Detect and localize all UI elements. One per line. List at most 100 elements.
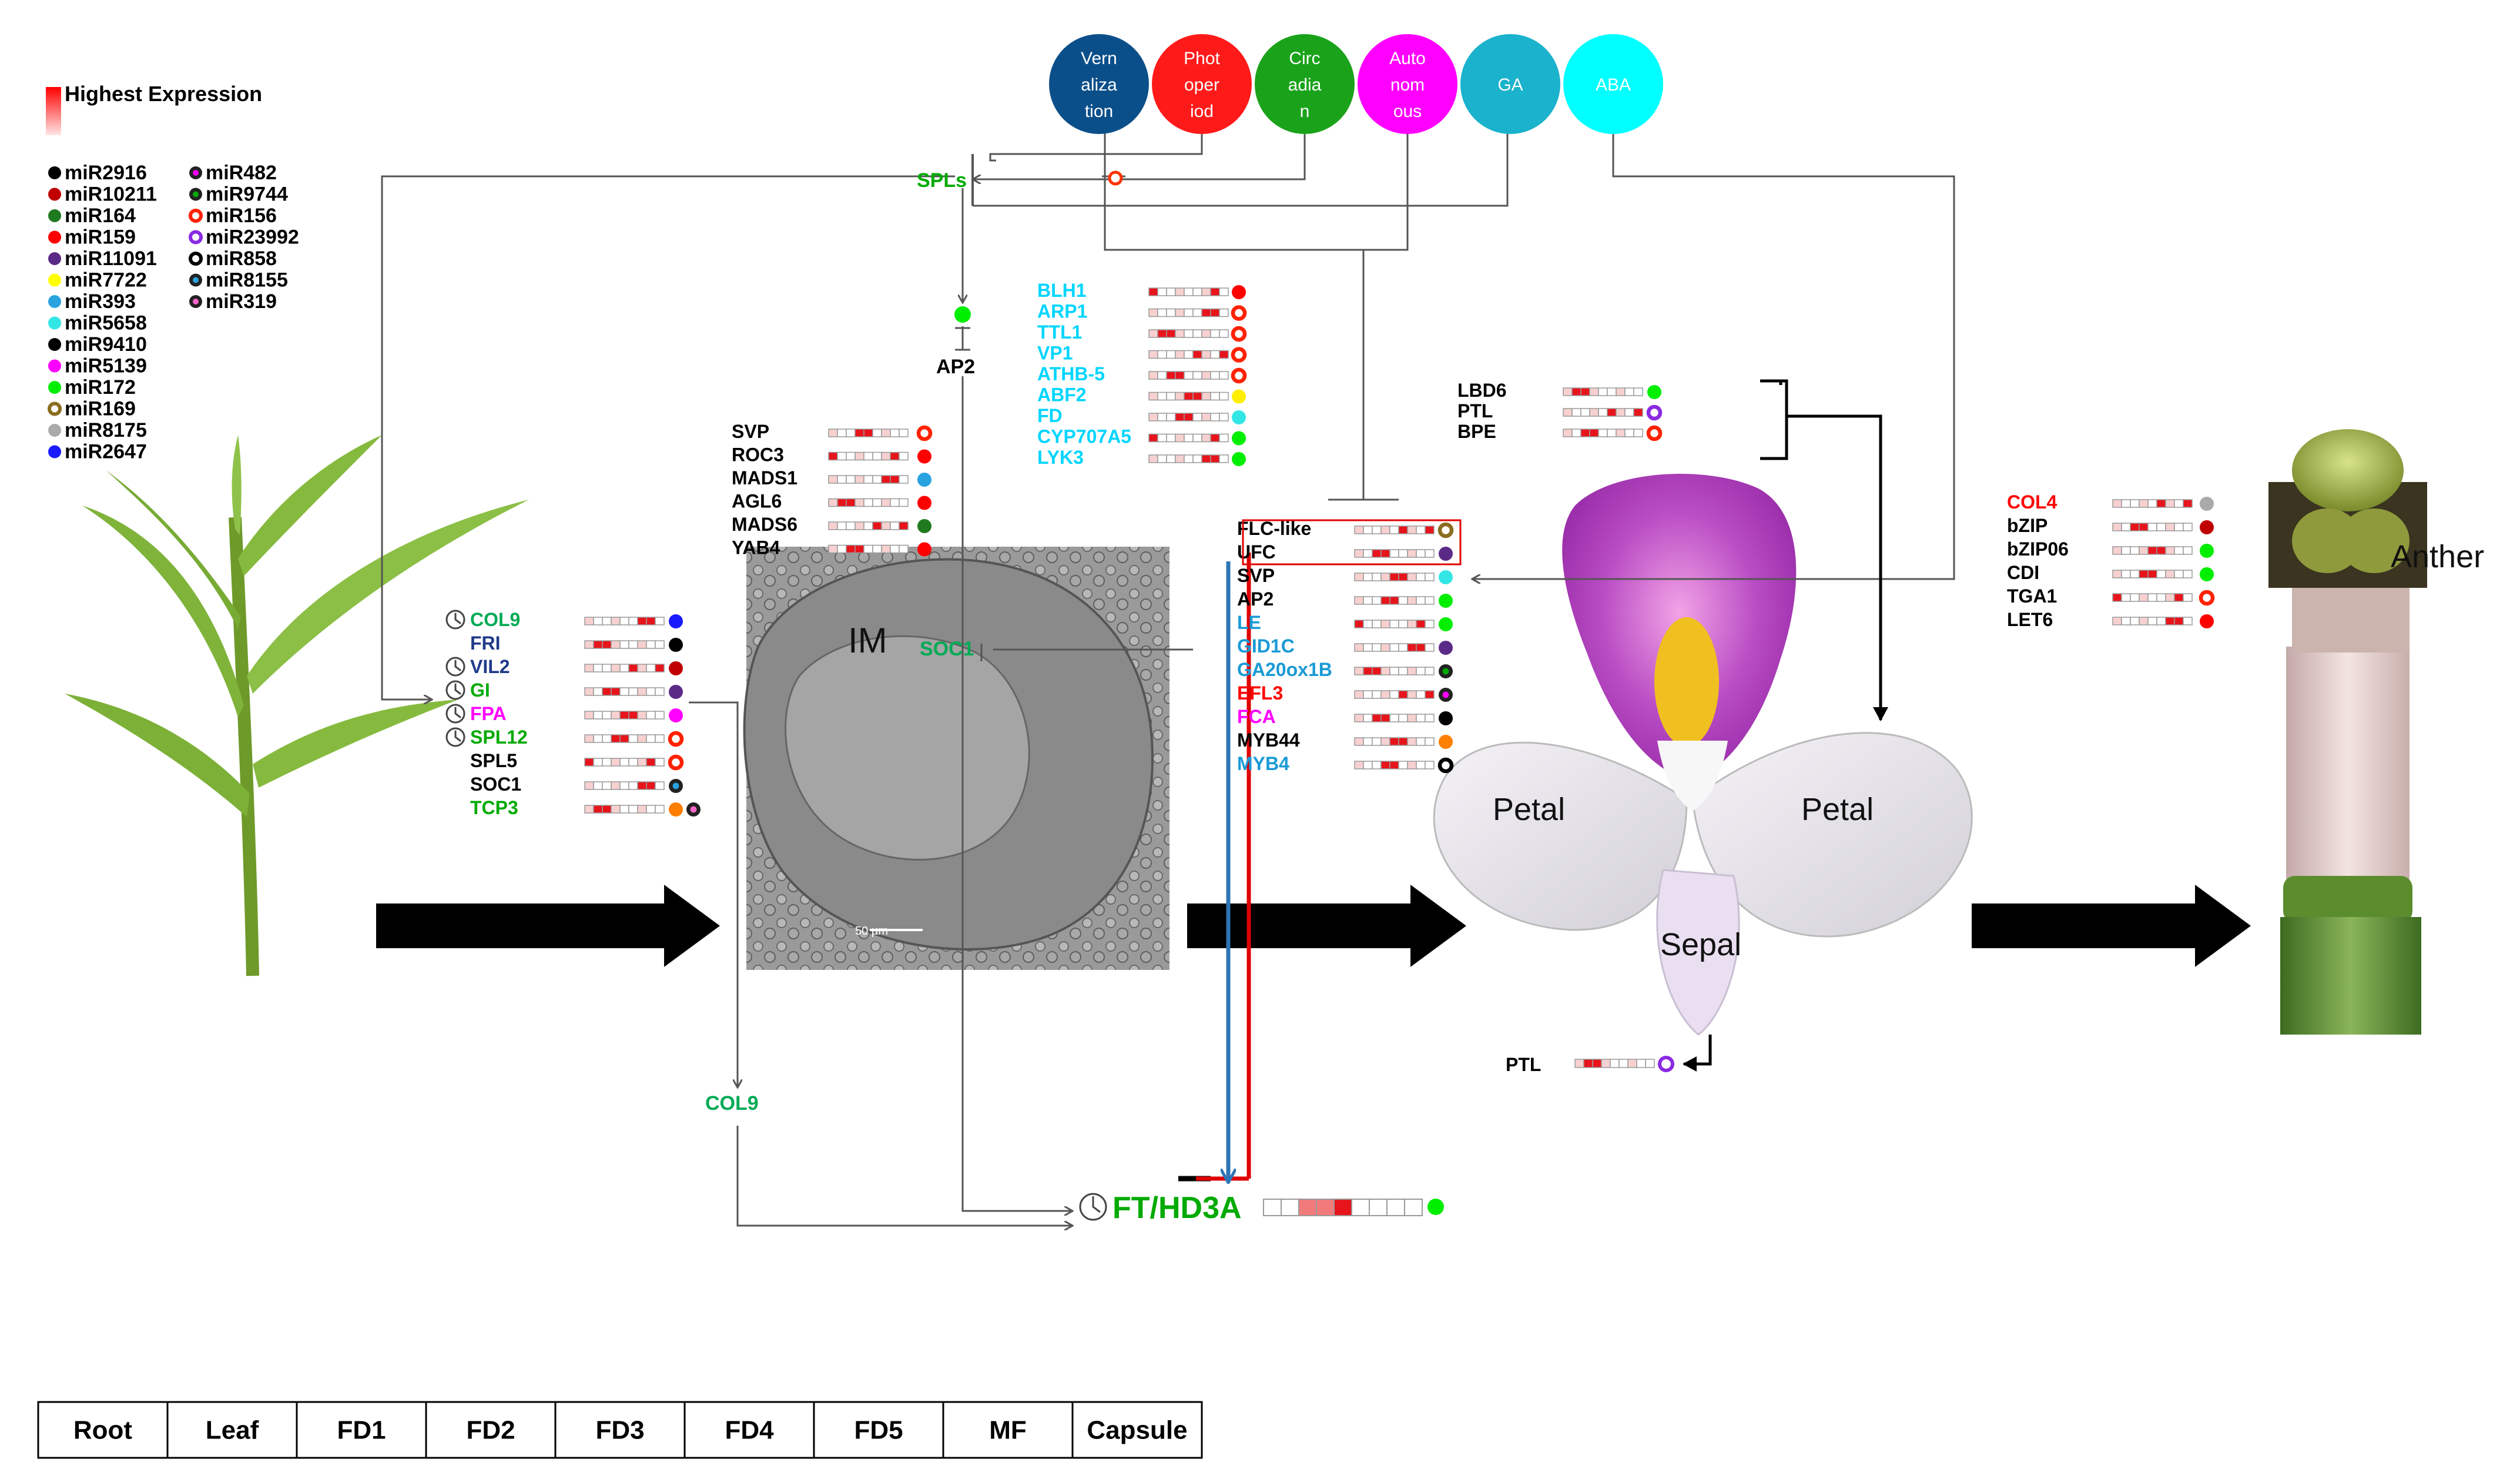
petal-right-label: Petal xyxy=(1801,792,1874,827)
mirna-marker xyxy=(669,779,683,793)
expression-bar xyxy=(828,429,909,437)
ptl-bottom-mirna-marker xyxy=(1658,1056,1674,1072)
expression-bar xyxy=(1563,387,1643,396)
gene-name: MADS6 xyxy=(732,514,797,535)
gene-name: AGL6 xyxy=(732,491,782,512)
regulatory-connectors xyxy=(381,130,1955,1226)
pathway-label-line: adia xyxy=(1288,75,1322,95)
gene-row-tcp3: TCP3 xyxy=(470,797,701,818)
gene-name: MADS1 xyxy=(732,467,797,488)
ptl-bottom-label: PTL xyxy=(1506,1054,1541,1075)
ft-expression-bar xyxy=(1263,1199,1423,1216)
tissue-cell-fd2: FD2 xyxy=(466,1416,515,1445)
mirna-marker-mir172 xyxy=(48,381,61,394)
gene-name: BPE xyxy=(1457,421,1496,442)
expression-bar xyxy=(1563,408,1643,417)
mirna-marker-mir9410 xyxy=(48,338,61,351)
mirna-marker xyxy=(1439,641,1453,655)
petal-left-label: Petal xyxy=(1493,792,1565,827)
col9-lower-label: COL9 xyxy=(705,1092,759,1115)
expression-bar xyxy=(1148,371,1229,380)
expression-bar xyxy=(1148,433,1229,443)
mirna-name-mir156: miR156 xyxy=(206,205,277,227)
gene-row-col9: COL9 xyxy=(445,609,683,630)
expression-bar xyxy=(1354,761,1435,769)
gene-row-fca: FCA xyxy=(1237,706,1453,727)
gene-row-athb-5: ATHB-5 xyxy=(1037,363,1247,384)
clock-icon xyxy=(445,680,465,700)
gene-row-cdi: CDI xyxy=(2007,562,2214,583)
mirna-name-mir858: miR858 xyxy=(206,247,277,270)
mirna-name-mir482: miR482 xyxy=(206,162,277,184)
spls-label: SPLs xyxy=(917,169,967,192)
mirna-marker xyxy=(686,802,701,817)
mirna-marker-mir482 xyxy=(189,166,202,179)
mirna-marker xyxy=(1439,688,1453,702)
expression-bar xyxy=(1354,737,1435,746)
mirna-marker xyxy=(1439,570,1453,584)
ptl-bottom-expression-bar xyxy=(1574,1059,1655,1068)
expression-bar xyxy=(1354,549,1435,558)
mirna-marker xyxy=(669,685,683,699)
gene-row-ttl1: TTL1 xyxy=(1037,322,1247,343)
gene-row-mads6: MADS6 xyxy=(732,514,931,535)
gene-row-arp1: ARP1 xyxy=(1037,301,1247,322)
sepal-label: Sepal xyxy=(1660,927,1741,962)
mirna-name-mir2916: miR2916 xyxy=(65,162,147,184)
gene-row-gi: GI xyxy=(445,680,683,701)
mirna-name-mir5658: miR5658 xyxy=(65,312,147,334)
pathway-aba: ABA xyxy=(1563,34,1663,134)
mirna-marker-mir319 xyxy=(189,295,202,308)
expression-bar xyxy=(1148,308,1229,317)
gene-row-le: LE xyxy=(1237,612,1453,633)
gene-row-tga1: TGA1 xyxy=(2007,585,2215,607)
mirna-marker xyxy=(917,473,931,487)
gene-name: CDI xyxy=(2007,562,2039,583)
mirna-marker-mir5658 xyxy=(48,316,61,330)
plant-illustration xyxy=(65,435,529,976)
mirna-legend-right: miR482miR9744miR156miR23992miR858miR8155… xyxy=(188,162,299,313)
gene-row-myb4: MYB4 xyxy=(1237,753,1454,774)
pathway-label-line: ABA xyxy=(1596,75,1631,95)
gene-row-mads1: MADS1 xyxy=(732,467,931,488)
mirna-marker xyxy=(1437,757,1454,774)
mirna-marker-mir164 xyxy=(48,209,61,222)
clock-icon xyxy=(445,727,465,747)
mirna-marker xyxy=(1646,404,1663,421)
mirna-marker xyxy=(669,708,683,722)
expression-bar xyxy=(1354,714,1435,722)
gene-name: bZIP06 xyxy=(2007,538,2069,560)
expression-bar xyxy=(2112,499,2193,508)
mirna-name-mir393: miR393 xyxy=(65,290,136,313)
mirna-marker-mir858 xyxy=(188,251,203,266)
expression-bar xyxy=(1148,350,1229,359)
mirna-marker xyxy=(1439,735,1453,749)
tissue-cell-fd5: FD5 xyxy=(854,1416,903,1445)
tissue-cell-fd3: FD3 xyxy=(595,1416,644,1445)
gene-name: MYB4 xyxy=(1237,753,1289,774)
gene-name: TTL1 xyxy=(1037,322,1082,343)
pathway-ga: GA xyxy=(1460,34,1560,134)
gene-name: EFL3 xyxy=(1237,682,1283,704)
mirna-marker xyxy=(669,661,683,675)
flc-ufc-highlight-box xyxy=(1242,519,1462,565)
expression-bar xyxy=(584,687,665,696)
mirna-marker-mir156 xyxy=(188,208,203,223)
pathway-label-line: Circ xyxy=(1289,49,1320,68)
ft-hd3a-label: FT/HD3A xyxy=(1112,1191,1242,1225)
gene-name: SPL5 xyxy=(470,750,517,771)
pathway-circles: VernalizationPhotoperiodCircadianAutonom… xyxy=(1049,34,1663,134)
mirna-name-mir169: miR169 xyxy=(65,398,136,420)
mirna-name-mir5139: miR5139 xyxy=(65,355,147,377)
gene-name: FCA xyxy=(1237,706,1276,727)
expression-bar xyxy=(1354,596,1435,605)
mirna-marker-mir8155 xyxy=(189,273,202,287)
gene-row-ufc: UFC xyxy=(1237,541,1453,563)
gene-row-vil2: VIL2 xyxy=(445,656,683,677)
gene-name: FRI xyxy=(470,633,501,654)
mirna-marker-mir23992 xyxy=(188,230,203,245)
gene-row-agl6: AGL6 xyxy=(732,491,931,512)
